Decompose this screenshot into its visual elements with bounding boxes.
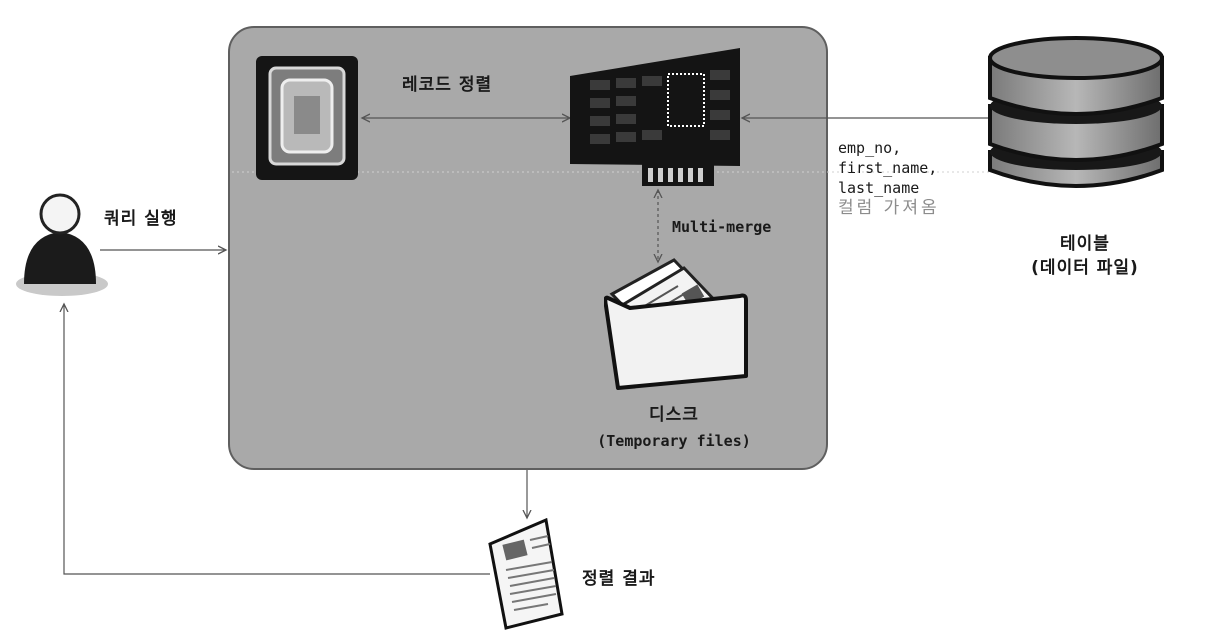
folder-files-icon	[604, 258, 748, 390]
table-title: 테이블	[1060, 234, 1110, 254]
column-first-name: first_name,	[838, 159, 938, 177]
memory-chip-icon	[570, 48, 740, 186]
sort-result-label: 정렬 결과	[582, 569, 656, 589]
query-run-label: 쿼리 실행	[104, 209, 178, 229]
disk-subtitle: (Temporary files)	[597, 432, 751, 450]
user-icon	[16, 193, 108, 296]
fetched-columns: emp_no, first_name, last_name 컬럼 가져옴	[838, 138, 940, 218]
table-subtitle: (데이터 파일)	[1031, 258, 1139, 278]
multi-merge-label: Multi-merge	[672, 218, 772, 236]
column-emp-no: emp_no,	[838, 139, 902, 157]
disk-title: 디스크	[649, 405, 699, 425]
document-icon	[488, 518, 564, 630]
return-arrow	[64, 304, 490, 575]
disk-label: 디스크 (Temporary files)	[574, 402, 774, 454]
cpu-icon	[256, 56, 358, 180]
columns-caption: 컬럼 가져옴	[838, 198, 940, 218]
table-label: 테이블 (데이터 파일)	[1010, 232, 1160, 280]
record-sort-label: 레코드 정렬	[402, 75, 493, 95]
database-icon	[988, 36, 1164, 188]
column-last-name: last_name	[838, 179, 920, 197]
